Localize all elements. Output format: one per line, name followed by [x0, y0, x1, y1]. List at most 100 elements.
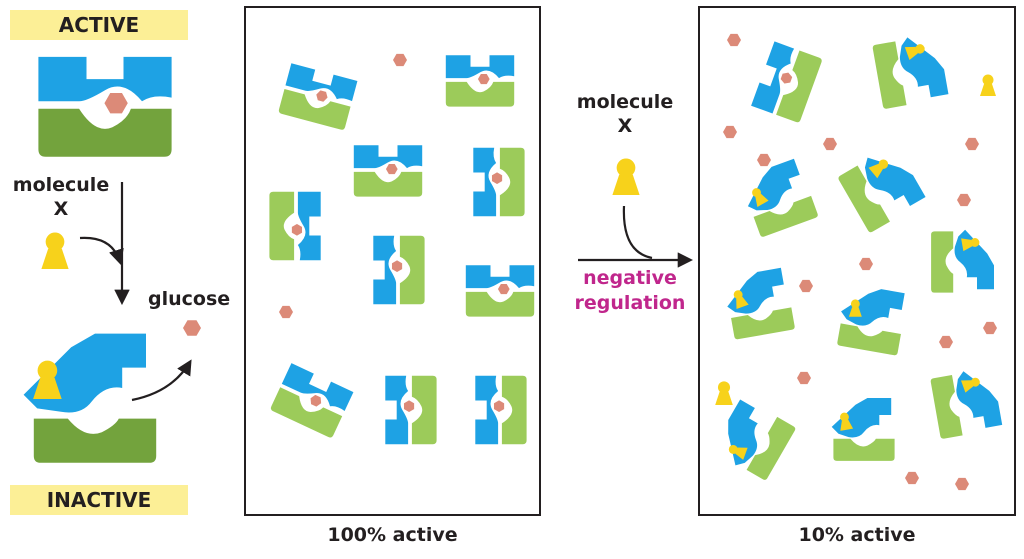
enzyme-active	[270, 363, 354, 438]
green-subunit	[753, 195, 818, 237]
pawn-body	[612, 174, 640, 195]
blue-subunit	[899, 37, 949, 98]
molecule-word: molecule	[12, 174, 110, 196]
molecule-letter: X	[53, 198, 69, 220]
bound-glucose	[290, 222, 304, 238]
glucose-hexagon	[905, 471, 919, 485]
molecule-x-pawn	[961, 238, 980, 252]
glucose-hexagon	[965, 137, 979, 151]
enzyme-inactive	[747, 158, 818, 237]
molecule-x-label-middle: molecule X	[566, 90, 684, 138]
negative-regulation-label: negative regulation	[568, 266, 692, 316]
pawn-head	[45, 232, 65, 252]
bound-glucose	[402, 398, 416, 414]
bound-glucose	[384, 162, 400, 176]
pawn-body	[840, 419, 854, 431]
pawn-body	[755, 193, 769, 208]
glucose-hexagon	[955, 477, 969, 491]
regulation-word: regulation	[574, 292, 686, 314]
glucose-hexagon	[859, 257, 873, 271]
green-subunit	[931, 231, 954, 293]
green-subunit	[930, 375, 963, 439]
panel-10-caption: 10% active	[798, 524, 916, 546]
blue-subunit	[285, 63, 358, 102]
blue-subunit	[281, 363, 354, 412]
enzyme-active	[353, 145, 423, 197]
blue-subunit	[727, 267, 784, 314]
enzyme-active	[473, 147, 525, 217]
molecule-x-pawn	[728, 444, 748, 460]
glucose-hexagon	[957, 193, 971, 207]
panel1-enzymes	[269, 53, 535, 445]
glucose-hexagon	[797, 371, 811, 385]
molecule-x-pawn	[980, 74, 996, 96]
enzyme-inactive	[727, 267, 795, 340]
blue-subunit	[385, 375, 409, 445]
molecule-x-pawn	[41, 232, 69, 269]
enzyme-inactive	[838, 157, 926, 233]
inactive-tag: INACTIVE	[10, 485, 188, 515]
green-subunit	[33, 418, 157, 463]
enzyme-inactive	[831, 398, 895, 461]
pawn-head	[728, 444, 738, 454]
pawn-head	[616, 158, 636, 178]
panel-100-caption: 100% active	[327, 524, 458, 546]
enzyme-active	[751, 41, 822, 123]
bound-glucose	[101, 90, 131, 116]
green-subunit	[411, 375, 437, 445]
molecule-x-pawn	[848, 299, 862, 317]
bound-glucose	[492, 398, 506, 414]
negative-word: negative	[583, 267, 677, 289]
molecule-x-pawn	[33, 360, 62, 400]
blue-subunit	[956, 371, 1003, 428]
pawn-head	[915, 44, 925, 54]
enzyme-active	[385, 375, 437, 445]
bound-glucose	[490, 170, 504, 186]
pawn-body	[961, 238, 973, 252]
glucose-hexagon	[983, 321, 997, 335]
green-subunit	[499, 147, 525, 217]
glucose-hexagon	[757, 153, 771, 167]
enzyme-active	[475, 375, 527, 445]
bound-glucose	[309, 393, 323, 409]
pawn-body	[736, 296, 749, 309]
enzyme-active	[269, 191, 321, 261]
green-subunit	[465, 291, 535, 317]
legend-active-enzyme	[38, 56, 172, 157]
panel2-enzymes	[727, 37, 1003, 480]
glucose-label: glucose	[148, 288, 231, 310]
enzyme-inactive	[930, 371, 1003, 439]
blue-subunit	[445, 55, 515, 79]
blue-subunit	[373, 235, 397, 305]
molecule-x-pawn	[840, 412, 854, 431]
enzyme-inactive	[837, 289, 905, 356]
enzyme-active	[278, 63, 358, 130]
pawn-body	[980, 84, 996, 96]
glucose-hexagon	[279, 305, 293, 319]
green-subunit	[399, 235, 425, 305]
green-subunit	[501, 375, 527, 445]
arrows	[79, 158, 694, 402]
pawn-head	[850, 299, 860, 309]
blue-subunit	[475, 375, 499, 445]
glucose-hexagon	[727, 33, 741, 47]
green-subunit	[445, 81, 515, 107]
enzyme-active	[465, 265, 535, 317]
blue-subunit	[353, 145, 423, 169]
molecule-x-label: molecule X	[6, 173, 116, 221]
free-molecules	[715, 33, 997, 491]
glucose-hexagon	[939, 335, 953, 349]
green-subunit	[353, 171, 423, 197]
blue-subunit	[751, 41, 795, 114]
pawn-body	[735, 447, 748, 460]
pawn-head	[982, 74, 994, 86]
bound-glucose	[779, 71, 794, 86]
molecule-x-pawn	[733, 290, 749, 309]
regulation-feed-arrow	[622, 205, 653, 260]
release-arrow	[131, 359, 192, 402]
enzyme-inactive	[872, 37, 949, 109]
pawn-head	[970, 377, 980, 387]
green-subunit	[731, 307, 795, 340]
pawn-body	[904, 46, 918, 60]
